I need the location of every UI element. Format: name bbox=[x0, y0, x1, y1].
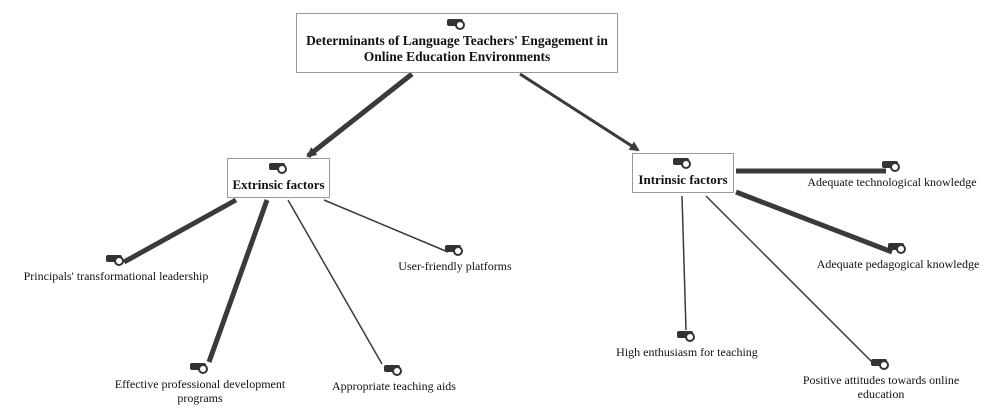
leaf-label-line2: education bbox=[857, 387, 905, 401]
link-intrinsic-pedagogical bbox=[735, 189, 893, 255]
note-tag-icon bbox=[784, 358, 978, 370]
link-extrinsic-pd-programs bbox=[206, 199, 270, 363]
link-intrinsic-attitudes bbox=[705, 195, 875, 365]
leaf-label-line1: Effective professional development bbox=[114, 377, 286, 391]
intrinsic-factors-label: Intrinsic factors bbox=[638, 172, 728, 187]
leaf-label: Appropriate teaching aids bbox=[332, 379, 456, 393]
leaf-professional-development: Effective professional development progr… bbox=[98, 362, 302, 405]
leaf-label: Adequate pedagogical knowledge bbox=[816, 257, 980, 271]
leaf-pedagogical-knowledge: Adequate pedagogical knowledge bbox=[804, 242, 992, 271]
leaf-label: User-friendly platforms bbox=[398, 259, 512, 273]
intrinsic-factors-node: Intrinsic factors bbox=[632, 153, 734, 193]
leaf-positive-attitudes: Positive attitudes towards online educat… bbox=[784, 358, 978, 401]
leaf-principals-leadership: Principals' transformational leadership bbox=[8, 254, 224, 283]
leaf-high-enthusiasm: High enthusiasm for teaching bbox=[604, 330, 770, 359]
note-tag-icon bbox=[633, 157, 733, 169]
leaf-technological-knowledge: Adequate technological knowledge bbox=[792, 160, 992, 189]
leaf-label: Adequate technological knowledge bbox=[807, 175, 977, 189]
link-intrinsic-enthusiasm bbox=[681, 195, 687, 331]
extrinsic-factors-node: Extrinsic factors bbox=[227, 158, 330, 198]
leaf-user-friendly-platforms: User-friendly platforms bbox=[384, 244, 526, 273]
extrinsic-factors-label: Extrinsic factors bbox=[232, 177, 325, 192]
leaf-label: High enthusiasm for teaching bbox=[616, 345, 758, 359]
leaf-label: Principals' transformational leadership bbox=[23, 269, 209, 283]
note-tag-icon bbox=[8, 254, 224, 266]
root-title-line1: Determinants of Language Teachers' Engag… bbox=[306, 33, 608, 48]
link-extrinsic-teaching-aids bbox=[287, 199, 383, 365]
note-tag-icon bbox=[318, 364, 470, 376]
arrow-root-to-intrinsic bbox=[519, 72, 640, 152]
arrow-root-to-extrinsic bbox=[306, 72, 414, 158]
note-tag-icon bbox=[98, 362, 302, 374]
link-extrinsic-platforms bbox=[323, 199, 449, 253]
note-tag-icon bbox=[384, 244, 526, 256]
root-node: Determinants of Language Teachers' Engag… bbox=[296, 13, 618, 73]
leaf-label-line2: programs bbox=[177, 391, 223, 405]
leaf-label-line1: Positive attitudes towards online bbox=[802, 373, 960, 387]
note-tag-icon bbox=[804, 242, 992, 254]
root-title-line2: Online Education Environments bbox=[363, 49, 551, 64]
note-tag-icon bbox=[297, 18, 617, 30]
note-tag-icon bbox=[792, 160, 992, 172]
note-tag-icon bbox=[228, 162, 329, 174]
note-tag-icon bbox=[604, 330, 770, 342]
leaf-teaching-aids: Appropriate teaching aids bbox=[318, 364, 470, 393]
link-extrinsic-leadership bbox=[122, 197, 238, 265]
